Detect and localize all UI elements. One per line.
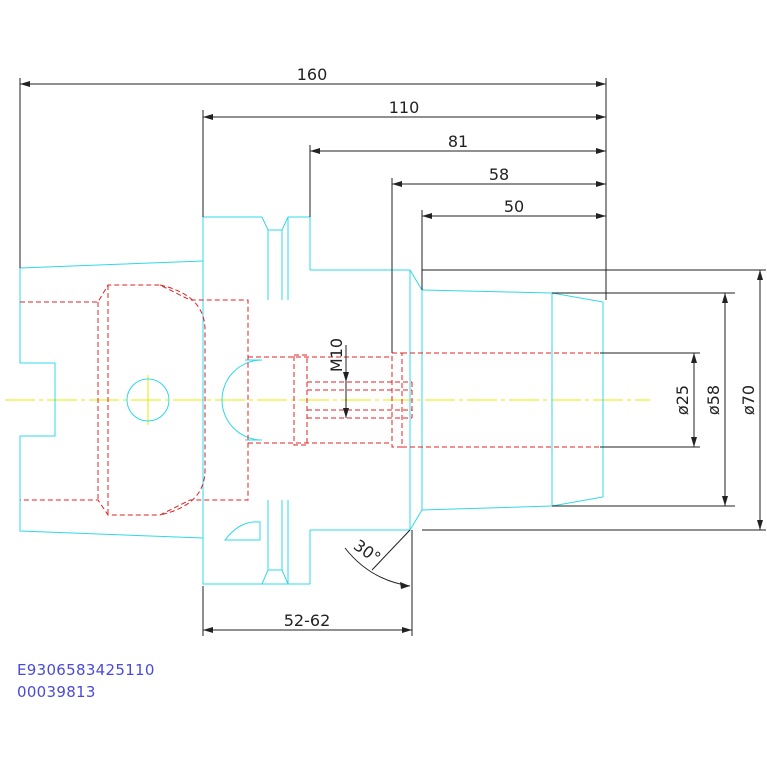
dim-bore-diameter: ø25 (673, 385, 692, 415)
dim-screw-thread: M10 (327, 338, 346, 372)
dim-body-diameter: ø58 (704, 385, 723, 415)
dim-length-58: 58 (489, 165, 509, 184)
tool-holder-outline (19, 216, 604, 585)
dim-length-50: 50 (504, 197, 524, 216)
dimension-arrows (20, 81, 763, 633)
dim-adjustment-range: 52-62 (284, 611, 331, 630)
hidden-lines (20, 284, 603, 516)
dim-length-81: 81 (448, 132, 468, 151)
dim-flange-diameter: ø70 (739, 385, 758, 415)
reference-code: E9306583425110 (17, 661, 155, 679)
dimension-lines (19, 78, 766, 636)
dim-length-110: 110 (389, 98, 420, 117)
dim-overall-length: 160 (297, 65, 328, 84)
reference-number: 00039813 (17, 683, 96, 701)
center-line (5, 375, 650, 425)
